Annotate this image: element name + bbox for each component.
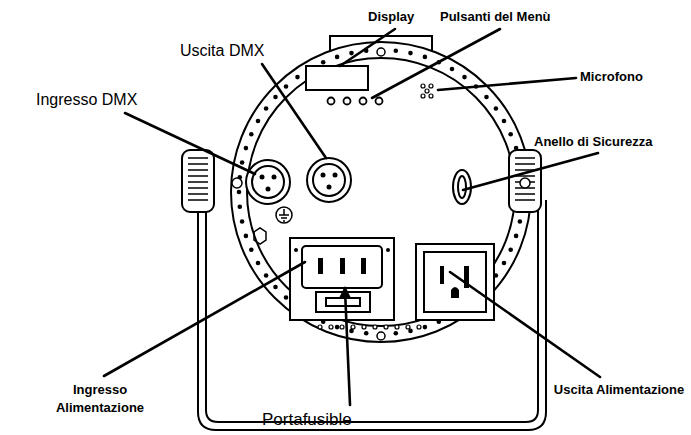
rim-hole bbox=[423, 55, 428, 60]
rim-hole bbox=[518, 219, 523, 224]
knob-ridge bbox=[188, 175, 208, 177]
rim-hole bbox=[335, 325, 340, 330]
part-label: Portafusible bbox=[262, 410, 352, 430]
rim-hole bbox=[238, 205, 243, 210]
vent-dot bbox=[373, 325, 377, 329]
part-label: Ingresso Alimentazione bbox=[40, 381, 160, 417]
rim-hole bbox=[508, 132, 513, 137]
rim-hole bbox=[264, 273, 269, 278]
knob-ridge bbox=[188, 157, 208, 159]
knob-ridge bbox=[515, 157, 535, 159]
rim-hole bbox=[502, 261, 507, 266]
part-label: Uscita DMX bbox=[180, 42, 264, 60]
rim-hole bbox=[349, 51, 354, 56]
rim-hole bbox=[484, 95, 489, 100]
part-label: Display bbox=[368, 9, 414, 24]
rim-hole bbox=[514, 234, 519, 239]
part-label: Pulsanti del Menù bbox=[440, 9, 551, 24]
knob-ridge bbox=[188, 193, 208, 195]
rim-hole bbox=[264, 106, 269, 111]
rim-hole bbox=[462, 75, 467, 80]
part-label: Ingresso DMX bbox=[36, 91, 137, 109]
rim-hole bbox=[273, 95, 278, 100]
vent-dot bbox=[384, 325, 388, 329]
rim-hole bbox=[249, 248, 254, 253]
vent-dot bbox=[329, 325, 333, 329]
rim-hole bbox=[321, 60, 326, 65]
rim-hole bbox=[502, 119, 507, 124]
rim-hole bbox=[450, 67, 455, 72]
rim-hole bbox=[408, 51, 413, 56]
rim-hole bbox=[394, 331, 399, 336]
rim-hole bbox=[394, 49, 399, 54]
rim-hole bbox=[508, 248, 513, 253]
rim-hole bbox=[295, 75, 300, 80]
vent-dot bbox=[417, 325, 421, 329]
rim-hole bbox=[273, 285, 278, 290]
rim-hole bbox=[256, 119, 261, 124]
knob-ridge bbox=[188, 163, 208, 165]
part-label: Uscita Alimentazione bbox=[551, 381, 687, 399]
knob-ridge bbox=[188, 181, 208, 183]
part-label: Microfono bbox=[580, 69, 643, 84]
rim-hole bbox=[240, 160, 245, 165]
vent-dot bbox=[340, 325, 344, 329]
rim-hole bbox=[256, 261, 261, 266]
vent-dot bbox=[406, 325, 410, 329]
vent-dot bbox=[318, 325, 322, 329]
rim-hole bbox=[494, 106, 499, 111]
rim-hole bbox=[423, 325, 428, 330]
rim-hole bbox=[284, 295, 289, 300]
rim-hole bbox=[237, 190, 242, 195]
rim-hole bbox=[240, 219, 245, 224]
vent-dot bbox=[362, 325, 366, 329]
rim-hole bbox=[335, 55, 340, 60]
rim-hole bbox=[244, 146, 249, 151]
knob-ridge bbox=[188, 187, 208, 189]
rim-hole bbox=[284, 84, 289, 89]
knob-ridge bbox=[515, 193, 535, 195]
rim-hole bbox=[364, 331, 369, 336]
knob-ridge bbox=[515, 163, 535, 165]
vent-dot bbox=[395, 325, 399, 329]
rim-hole bbox=[244, 234, 249, 239]
part-label: Anello di Sicurezza bbox=[534, 134, 652, 149]
knob-ridge bbox=[188, 199, 208, 201]
knob-ridge bbox=[188, 169, 208, 171]
vent-dot bbox=[351, 325, 355, 329]
rim-hole bbox=[249, 132, 254, 137]
knob-ridge bbox=[515, 199, 535, 201]
